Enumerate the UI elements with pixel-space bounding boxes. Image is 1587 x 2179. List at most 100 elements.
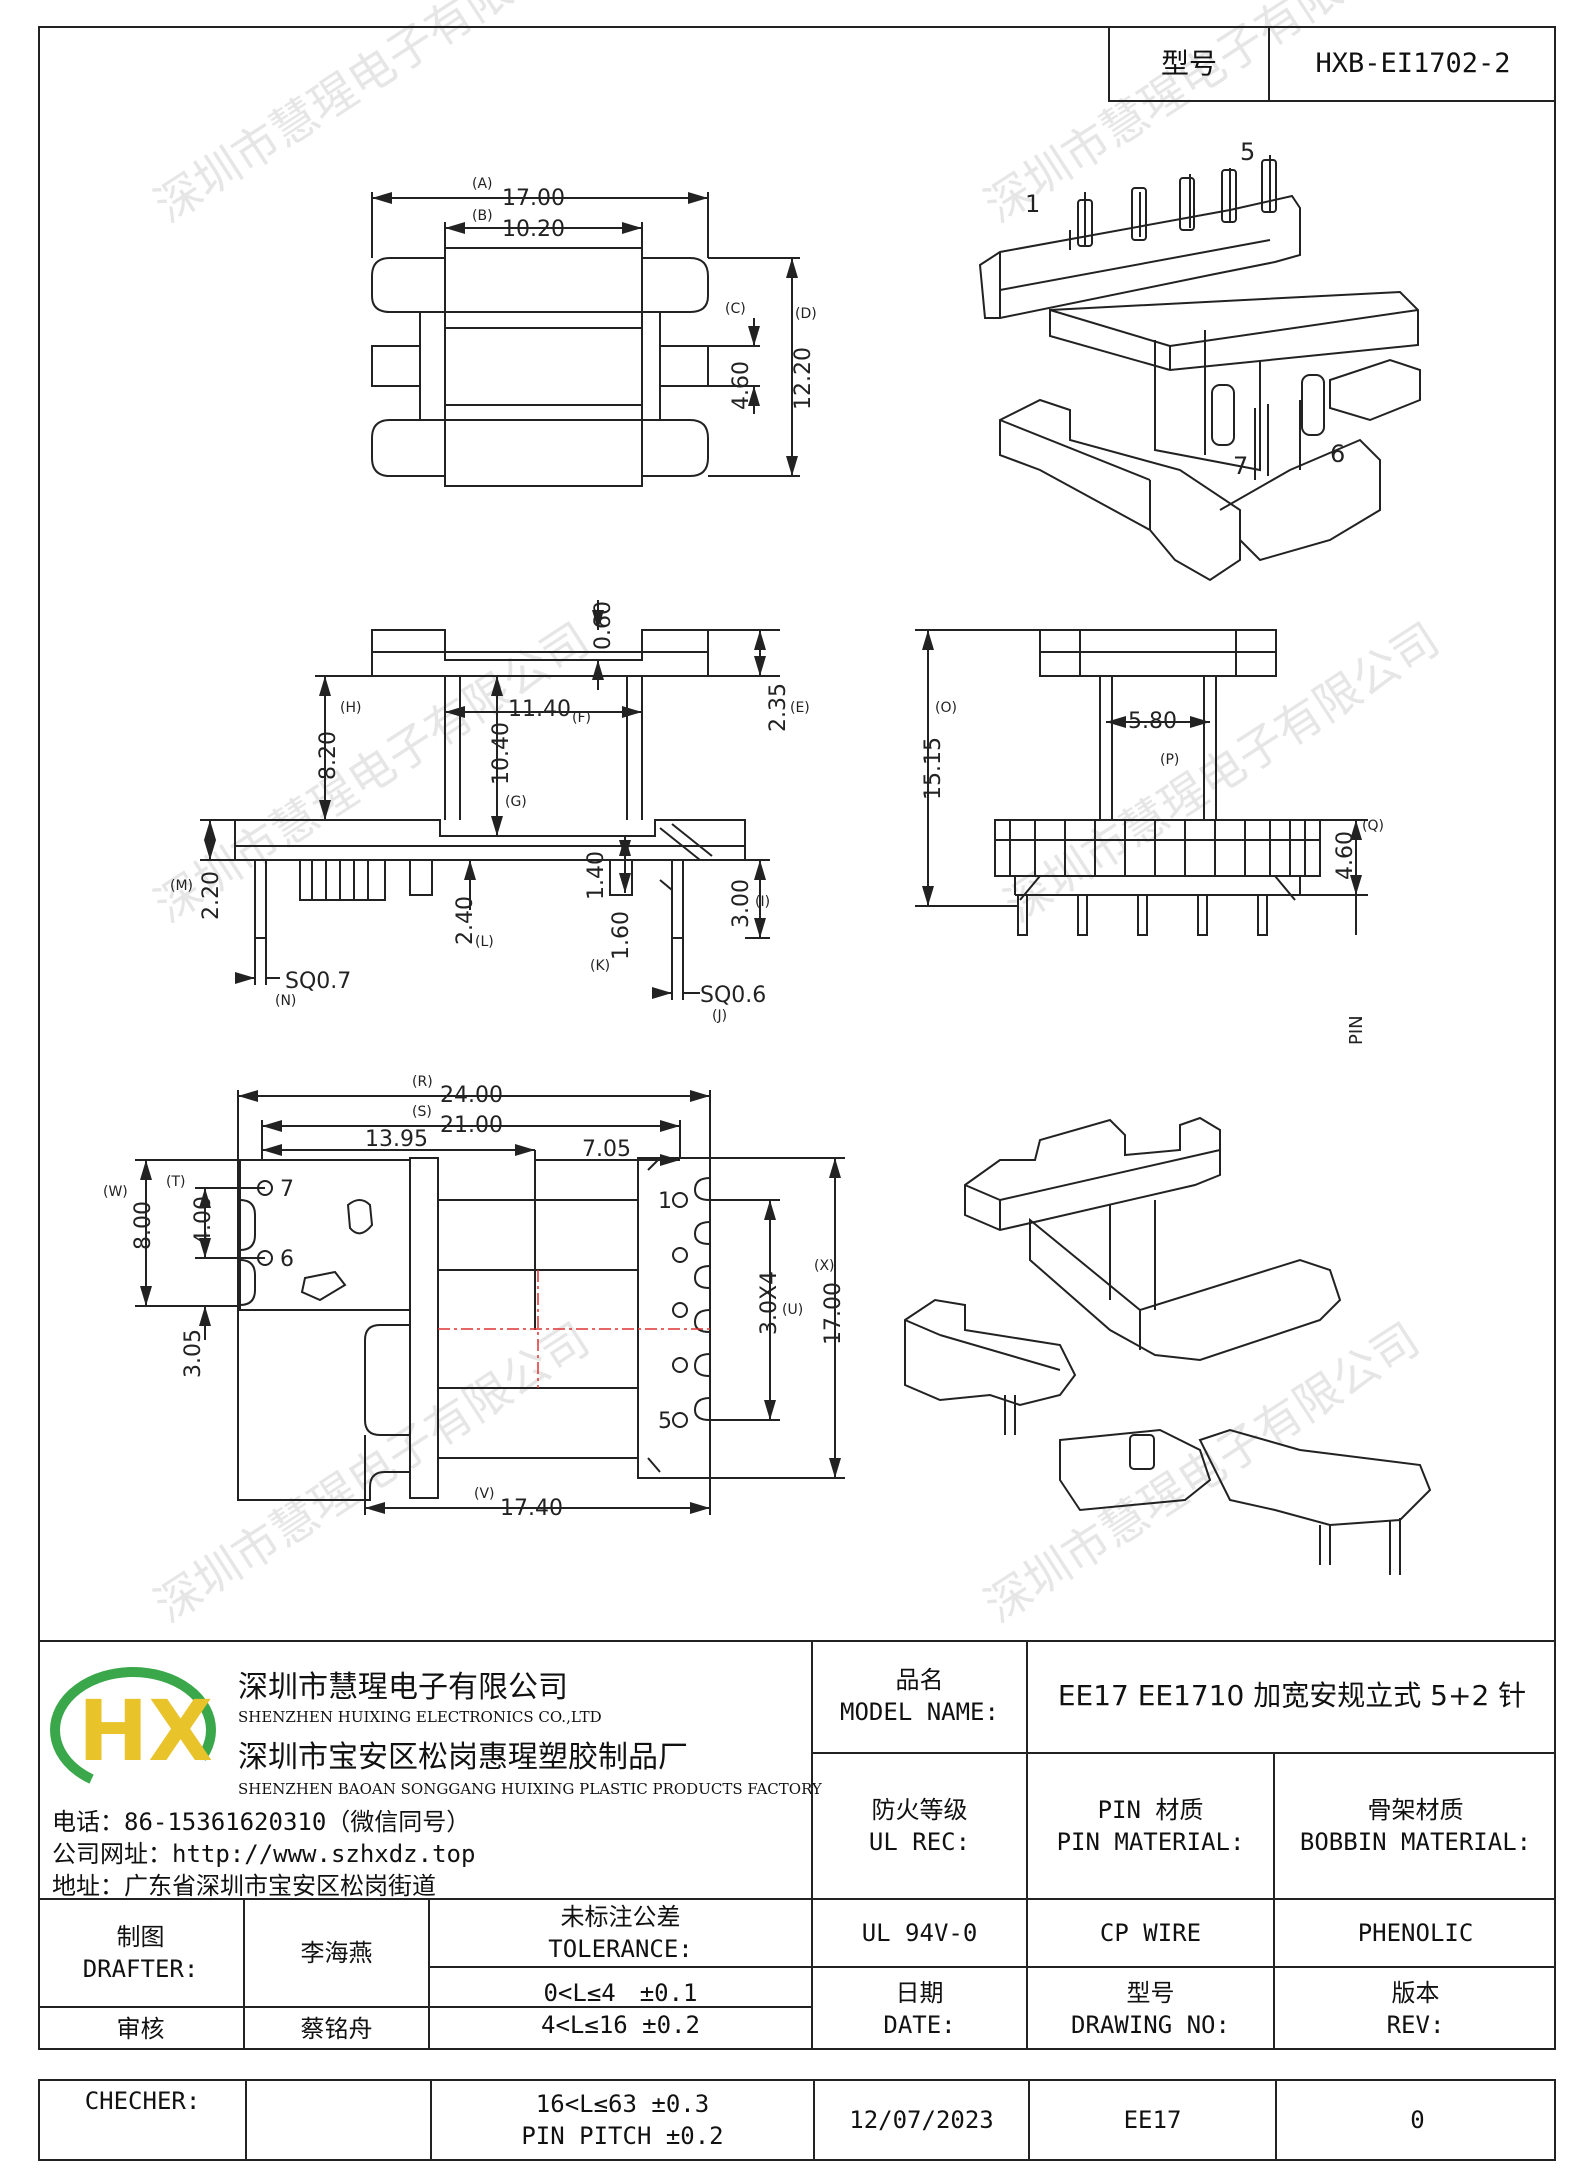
dim-D-label: (D) — [795, 306, 817, 322]
company-address: 地址：广东省深圳市宝安区松岗街道 — [52, 1872, 436, 1900]
company-name-en: SHENZHEN HUIXING ELECTRONICS CO.,LTD — [238, 1708, 602, 1726]
date-value: 12/07/2023 — [849, 2106, 994, 2134]
dim-F-value: 11.40 — [508, 697, 571, 722]
reviewer-label: 审核 — [116, 2015, 165, 2043]
dim-705-value: 7.05 — [582, 1137, 631, 1162]
pin-material-value: CP WIRE — [1099, 1919, 1202, 1947]
dim-S-value: 21.00 — [440, 1113, 503, 1138]
dim-X-label: (X) — [814, 1258, 835, 1274]
dim-C-value: 4.60 — [729, 361, 754, 410]
technical-drawing: (A) 17.00 (B) 10.20 (C) 4.60 (D) 12.20 1… — [103, 138, 1432, 1575]
dim-A-label: (A) — [472, 176, 493, 192]
company-phone: 电话：86-15361620310（微信同号） — [52, 1808, 471, 1836]
dim-D-value: 12.20 — [791, 347, 816, 410]
dim-060-value: 0.60 — [591, 601, 616, 650]
dim-E-label: (E) — [790, 700, 810, 716]
dim-L-label: (L) — [475, 934, 494, 950]
dim-P-value: 5.80 — [1128, 709, 1177, 734]
dim-L-value: 2.40 — [453, 896, 478, 945]
dim-K-label: (K) — [590, 958, 610, 974]
dim-305-value: 3.05 — [181, 1329, 206, 1378]
dim-E-value: 2.35 — [766, 683, 791, 732]
dim-M-value: 2.20 — [199, 871, 224, 920]
factory-name-en: SHENZHEN BAOAN SONGGANG HUIXING PLASTIC … — [238, 1780, 822, 1798]
dim-B-label: (B) — [472, 208, 493, 224]
dim-I-value: 3.00 — [729, 879, 754, 928]
dim-F-label: (F) — [572, 710, 591, 726]
dim-W-value: 8.00 — [131, 1201, 156, 1250]
bottom-view — [135, 1090, 845, 1515]
dim-P-label: (P) — [1160, 752, 1179, 768]
bobbin-material-value: PHENOLIC — [1357, 1919, 1474, 1947]
dim-1395-value: 13.95 — [365, 1127, 428, 1152]
dim-I-label: (I) — [755, 894, 770, 910]
dim-O-label: (O) — [935, 700, 957, 716]
dim-A-value: 17.00 — [502, 186, 565, 211]
dim-G-label: (G) — [505, 794, 527, 810]
pin-note: PIN — [1346, 1015, 1367, 1045]
dim-N-label: (N) — [275, 993, 296, 1009]
model-name-value: EE17 EE1710 加宽安规立式 5+2 针 — [1057, 1679, 1527, 1712]
dim-O-value: 15.15 — [921, 737, 946, 800]
side-view — [915, 629, 1368, 936]
dim-C-label: (C) — [725, 301, 746, 317]
pin-label-1b: 1 — [658, 1189, 672, 1214]
drafter-name: 李海燕 — [300, 1939, 373, 1967]
dim-U-label: (U) — [782, 1302, 803, 1318]
title-block: HX 深圳市慧瑆电子有限公司 SHENZHEN HUIXING ELECTRON… — [38, 1640, 1556, 2050]
front-view — [200, 600, 780, 1000]
pin-label-5b: 5 — [658, 1409, 672, 1434]
iso-view-lower — [904, 1116, 1432, 1575]
pin-label-6b: 6 — [280, 1247, 294, 1272]
pin-label-7b: 7 — [280, 1177, 294, 1202]
dim-K-value: 1.60 — [609, 911, 634, 960]
company-website: 公司网址：http://www.szhxdz.top — [52, 1840, 476, 1868]
dim-140-value: 1.40 — [584, 851, 609, 900]
dim-Q-value: 4.60 — [1333, 831, 1358, 880]
dim-V-label: (V) — [474, 1486, 495, 1502]
dim-H-value: 8.20 — [316, 731, 341, 780]
dim-J-value: SQ0.6 — [700, 983, 766, 1008]
dim-T-value: 4.00 — [191, 1196, 216, 1245]
drawing-no-value: EE17 — [1123, 2106, 1182, 2134]
dim-V-value: 17.40 — [500, 1496, 563, 1521]
dim-B-value: 10.20 — [502, 217, 565, 242]
rev-value: 0 — [1410, 2106, 1425, 2134]
factory-name-cn: 深圳市宝安区松岗惠瑆塑胶制品厂 — [238, 1740, 688, 1775]
dim-T-label: (T) — [166, 1174, 185, 1190]
top-view — [371, 192, 800, 487]
dim-H-label: (H) — [340, 700, 361, 716]
pin-label-1: 1 — [1025, 190, 1040, 218]
company-logo: HX — [48, 1665, 218, 1795]
pin-label-6: 6 — [1330, 440, 1345, 468]
dim-R-label: (R) — [412, 1074, 433, 1090]
reviewer-name: 蔡铭舟 — [300, 2015, 373, 2043]
ul-value: UL 94V-0 — [861, 1919, 978, 1947]
iso-view-upper — [978, 155, 1421, 582]
header-type-box: 型号 HXB-EI1702-2 — [1108, 26, 1556, 102]
header-type-value: HXB-EI1702-2 — [1315, 48, 1511, 79]
pin-label-5: 5 — [1240, 138, 1255, 166]
dim-X-value: 17.00 — [821, 1282, 846, 1345]
pin-label-7: 7 — [1233, 452, 1248, 480]
dim-S-label: (S) — [412, 1104, 432, 1120]
dim-W-label: (W) — [103, 1184, 128, 1200]
drawing-frame — [38, 26, 1556, 2050]
dim-N-value: SQ0.7 — [285, 969, 351, 994]
dim-Q-label: (Q) — [1362, 818, 1384, 834]
logo-text: HX — [78, 1682, 213, 1780]
dim-G-value: 10.40 — [489, 722, 514, 785]
header-type-label: 型号 — [1160, 47, 1217, 80]
